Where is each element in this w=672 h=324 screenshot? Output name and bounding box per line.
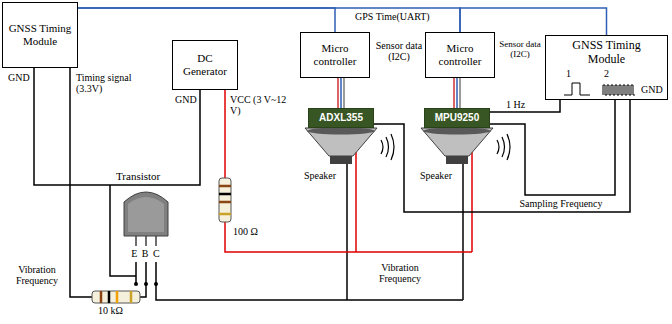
signal-label: GND — [641, 84, 663, 95]
signal-label: Vibration Frequency — [372, 262, 428, 284]
signal-label: GND — [8, 72, 30, 83]
signal-label: 1 — [566, 68, 571, 79]
speaker-wire — [462, 164, 464, 300]
module-box: Micro controller — [300, 32, 370, 78]
signal-wire — [490, 100, 560, 112]
signal-label: Sensor data (I2C) — [497, 40, 543, 60]
node-text: MPU9250 — [435, 112, 479, 124]
signal-wire — [374, 100, 630, 212]
signal-label: GND — [175, 94, 197, 105]
signal-label: Vibration Frequency — [10, 264, 64, 286]
timing-wire — [70, 68, 92, 297]
signal-label: Speaker — [300, 170, 340, 181]
signal-wire — [460, 8, 607, 35]
vcc-wire — [355, 152, 357, 252]
signal-label: E B C — [126, 248, 166, 259]
signal-label: 2 — [604, 68, 609, 79]
ground-wire — [34, 68, 200, 185]
module-box: GNSS Timing Module — [2, 2, 78, 68]
base-wire — [140, 284, 146, 297]
node-text: ADXL355 — [319, 112, 363, 124]
signal-label: Transistor — [116, 170, 160, 182]
speaker-wire — [346, 164, 348, 300]
edge-label: Sampling Frequency — [518, 198, 604, 209]
signal-wire — [490, 100, 615, 195]
signal-label: 100 Ω — [233, 226, 258, 237]
signal-label: VCC (3 V~12 V) — [230, 94, 288, 116]
signal-label: GPS Time(UART) — [355, 11, 430, 22]
resistor-symbol — [219, 178, 231, 222]
node-text: Micro controller — [305, 42, 365, 67]
transistor-symbol — [124, 192, 168, 286]
node-text: GNSS Timing Module — [565, 39, 649, 67]
node-text: Micro controller — [430, 42, 490, 67]
signal-wire — [456, 78, 458, 108]
sensor-board: MPU9250 — [424, 108, 490, 128]
resistor-symbol — [92, 291, 140, 303]
signal-wire — [78, 8, 460, 32]
module-box: DC Generator — [172, 40, 238, 90]
signal-label: Timing signal (3.3V) — [76, 72, 146, 94]
signal-wire — [340, 78, 342, 108]
wire-strand — [337, 78, 338, 108]
sound-wave — [381, 134, 394, 160]
sensor-board: ADXL355 — [308, 108, 374, 128]
signal-wire — [78, 8, 335, 32]
pulse-train-symbol — [603, 85, 635, 95]
wire-strand — [453, 78, 454, 108]
vibration-wire — [156, 284, 463, 300]
signal-label: Sensor data (I2C) — [374, 40, 424, 62]
vcc-wire — [224, 90, 226, 178]
wire-strand — [343, 78, 344, 108]
signal-label: 10 kΩ — [98, 305, 123, 316]
vcc-wire — [225, 222, 472, 252]
speaker-icon — [305, 128, 377, 165]
sound-wave — [497, 134, 510, 160]
module-box: Micro controller — [425, 32, 495, 78]
wire-strand — [459, 78, 460, 108]
node-text: GNSS Timing Module — [7, 22, 73, 47]
node-text: DC Generator — [177, 52, 233, 77]
pulse-symbol — [564, 83, 590, 95]
edge-label: 1 Hz — [506, 99, 525, 110]
signal-label: Speaker — [416, 170, 456, 181]
vcc-wire — [471, 152, 473, 252]
speaker-icon — [421, 128, 493, 165]
